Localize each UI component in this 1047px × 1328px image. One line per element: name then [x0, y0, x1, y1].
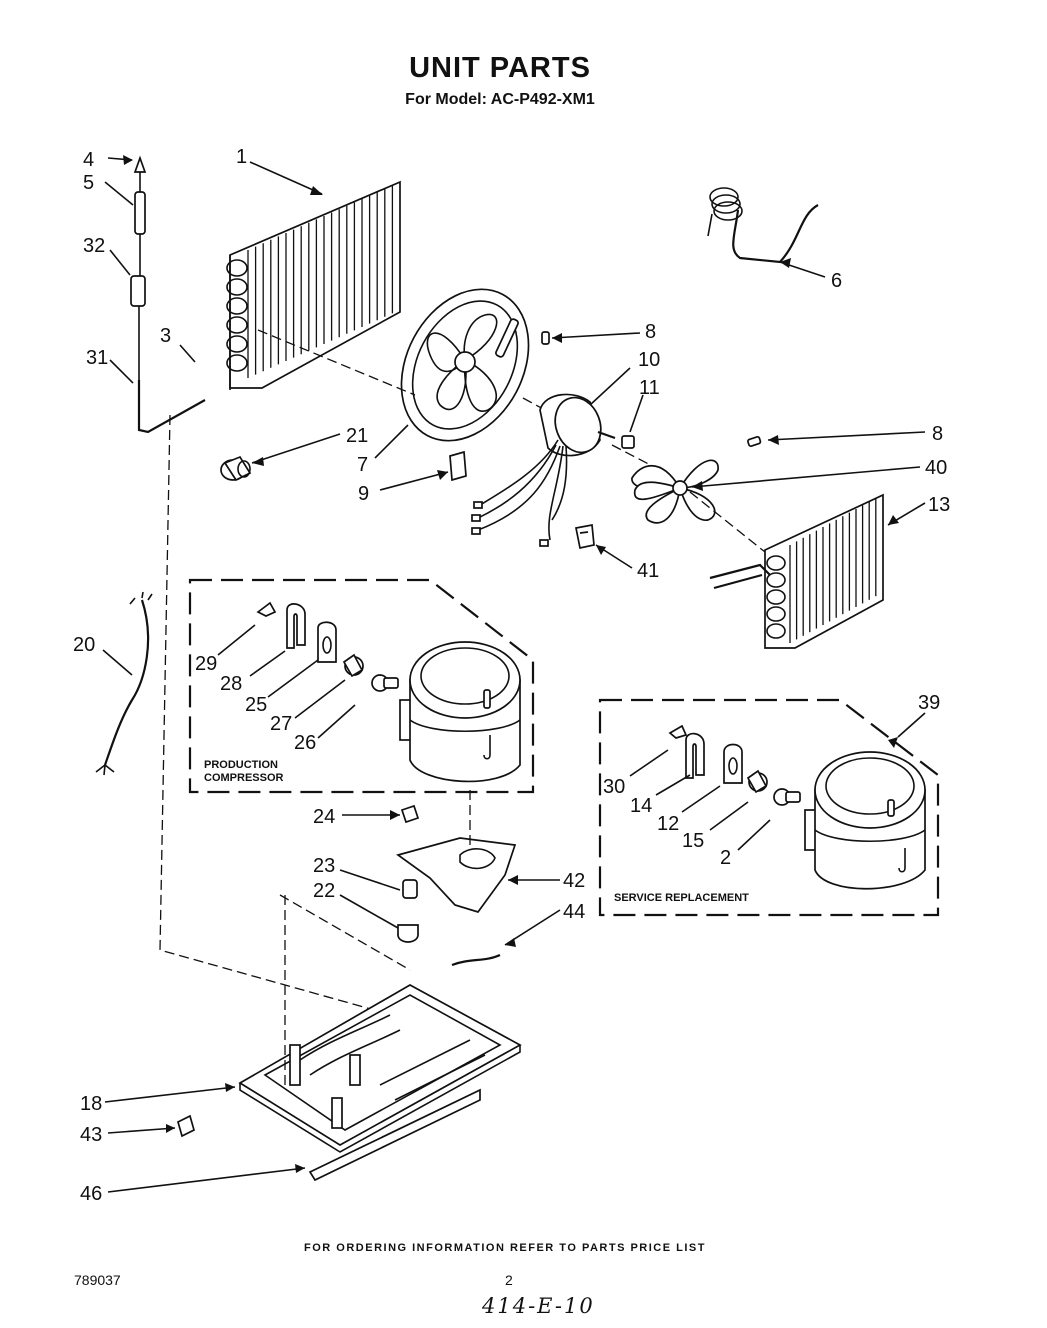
callout-3: 3 — [160, 325, 171, 347]
ordering-note: FOR ORDERING INFORMATION REFER TO PARTS … — [304, 1242, 706, 1254]
callout-13: 13 — [928, 494, 950, 516]
callout-26: 26 — [294, 732, 316, 754]
leader-arrowheads — [123, 155, 899, 1173]
callout-32: 32 — [83, 235, 105, 257]
callout-21: 21 — [346, 425, 368, 447]
callout-22: 22 — [313, 880, 335, 902]
document-number: 789037 — [74, 1272, 121, 1288]
page-title: UNIT PARTS — [409, 52, 591, 84]
callout-10: 10 — [638, 349, 660, 371]
condenser-coil — [226, 180, 401, 390]
callout-24: 24 — [313, 806, 335, 828]
production-terminal-parts — [256, 601, 399, 692]
callout-1: 1 — [236, 146, 247, 168]
callout-30: 30 — [603, 776, 625, 798]
callout-14: 14 — [630, 795, 652, 817]
callout-leader-lines — [102, 157, 926, 1193]
page-number: 2 — [505, 1272, 513, 1288]
screw-part-43 — [176, 1114, 196, 1138]
service-terminal-parts — [668, 724, 801, 806]
assembly-guide-lines — [159, 329, 416, 1021]
fan-motor — [471, 393, 635, 547]
callout-41: 41 — [637, 560, 659, 582]
callout-46: 46 — [80, 1183, 102, 1205]
screw-part-8b — [747, 435, 762, 447]
mounting-hardware — [396, 790, 517, 967]
callout-15: 15 — [682, 830, 704, 852]
callout-12: 12 — [657, 813, 679, 835]
evaporator-coil — [689, 491, 884, 649]
callout-11: 11 — [639, 377, 660, 399]
screw-part-8 — [541, 331, 550, 345]
fan-shroud — [400, 288, 530, 442]
base-pan — [238, 895, 522, 1182]
callout-31: 31 — [86, 347, 108, 369]
grommet-part-21 — [220, 455, 252, 482]
callout-4: 4 — [83, 149, 94, 171]
callout-29: 29 — [195, 653, 217, 675]
production-compressor-box — [188, 578, 535, 794]
callout-20: 20 — [73, 634, 95, 656]
model-subtitle: For Model: AC-P492-XM1 — [405, 91, 595, 108]
handwritten-note: 414-E-10 — [482, 1294, 595, 1318]
callout-8: 8 — [645, 321, 656, 343]
bracket-part-41 — [574, 523, 595, 550]
service-compressor — [804, 751, 926, 890]
callout-23: 23 — [313, 855, 335, 877]
callout-18: 18 — [80, 1093, 102, 1115]
wire-harness — [95, 591, 153, 776]
production-label-line2: COMPRESSOR — [204, 772, 284, 784]
callout-25: 25 — [245, 694, 267, 716]
callout-8b: 8 — [932, 423, 943, 445]
production-compressor — [399, 641, 521, 783]
capillary-tube-assembly — [130, 155, 206, 434]
callout-6: 6 — [831, 270, 842, 292]
callout-27: 27 — [270, 713, 292, 735]
callout-9: 9 — [358, 483, 369, 505]
drain-spring-wire — [707, 187, 819, 264]
callout-39: 39 — [918, 692, 940, 714]
callout-28: 28 — [220, 673, 242, 695]
callout-44: 44 — [563, 901, 585, 923]
callout-5: 5 — [83, 172, 94, 194]
service-replacement-box — [598, 698, 940, 917]
callout-42: 42 — [563, 870, 585, 892]
callout-43: 43 — [80, 1124, 102, 1146]
callout-2: 2 — [720, 847, 731, 869]
service-replacement-label: SERVICE REPLACEMENT — [614, 892, 749, 904]
clip-part-9 — [449, 450, 467, 482]
callout-40: 40 — [925, 457, 947, 479]
fan-blade — [611, 444, 719, 524]
callout-labels: 4 5 32 3 31 1 6 8 10 11 8 40 13 21 7 9 4… — [73, 146, 950, 1205]
production-label-line1: PRODUCTION — [204, 759, 278, 771]
callout-7: 7 — [357, 454, 368, 476]
